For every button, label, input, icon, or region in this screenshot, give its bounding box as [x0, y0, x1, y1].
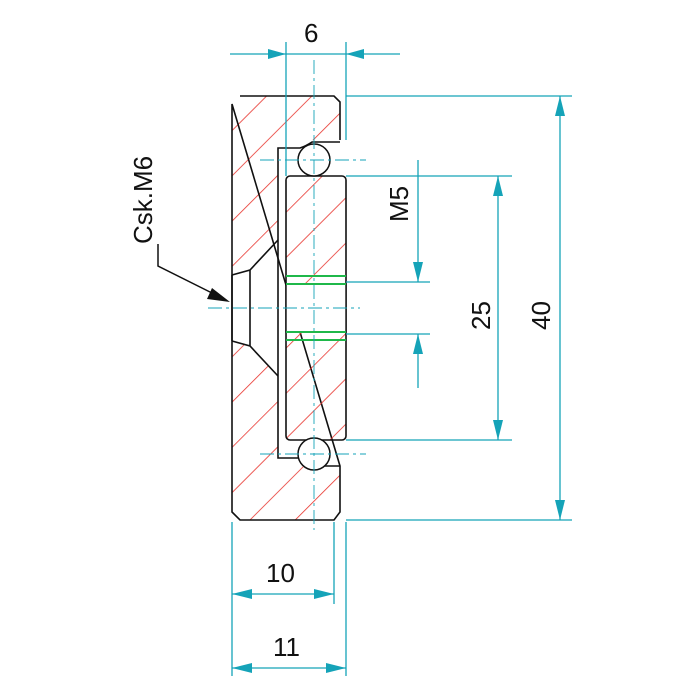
dimension-total-width-label: 11 [273, 632, 300, 662]
dimension-inner-height-label: 25 [466, 301, 496, 330]
outer-body-outline [231, 95, 341, 521]
dimension-total-width: 11 [232, 522, 347, 676]
countersink-callout: Csk.M6 [128, 156, 230, 302]
countersink-profile [231, 239, 279, 377]
countersink-callout-label: Csk.M6 [128, 156, 158, 244]
dimension-total-height-label: 40 [526, 301, 556, 330]
dimension-body-width-label: 10 [266, 558, 295, 588]
center-lines [208, 60, 366, 530]
dimension-thread-label: M5 [384, 186, 414, 222]
dimension-total-height: 40 [346, 95, 572, 521]
inner-insert [285, 143, 347, 471]
dimension-top-width: 6 [230, 18, 400, 176]
dimension-thread: M5 [346, 160, 430, 388]
dimension-body-width: 10 [231, 522, 335, 676]
dimension-inner-height: 25 [346, 175, 512, 441]
callout-arrow [207, 288, 230, 302]
dimension-top-width-label: 6 [304, 18, 318, 48]
outer-body-hatch [232, 96, 340, 520]
